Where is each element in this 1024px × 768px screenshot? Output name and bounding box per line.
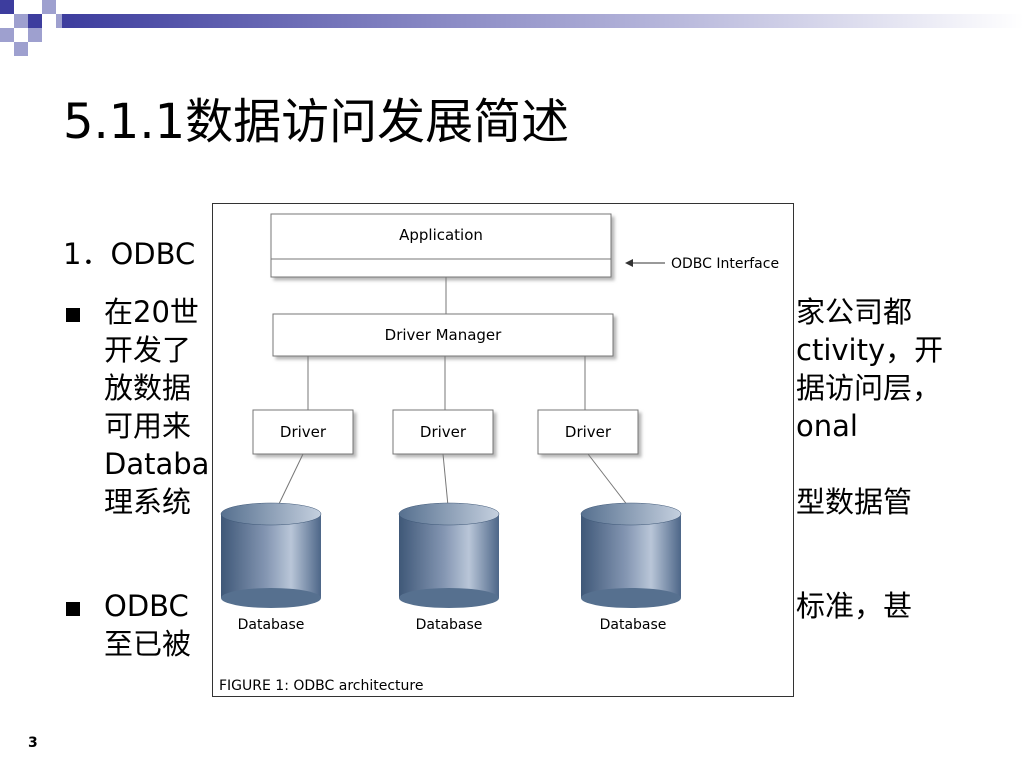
driver-label: Driver bbox=[565, 423, 612, 441]
application-label: Application bbox=[399, 226, 483, 244]
bullet-square bbox=[66, 308, 80, 322]
section-heading: 1．ODBC bbox=[63, 237, 196, 271]
bullet-square bbox=[66, 602, 80, 616]
bullet-1-right-line bbox=[796, 445, 943, 483]
bullet-1-right-line: 型数据管 bbox=[796, 485, 913, 519]
figure-caption: FIGURE 1: ODBC architecture bbox=[219, 678, 423, 694]
bullet-2-right: 标准，甚 bbox=[796, 587, 912, 625]
database-label: Database bbox=[238, 617, 305, 633]
driver-box: Driver bbox=[252, 409, 354, 455]
bullet-1-left: 在20世 开发了 放数据 可用来 Databa 理系统 bbox=[104, 293, 209, 521]
driver-box: Driver bbox=[392, 409, 494, 455]
bullet-1-line: 理系统 bbox=[104, 485, 192, 519]
driver-box: Driver bbox=[537, 409, 639, 455]
bullet-1-right-line: onal bbox=[796, 409, 858, 443]
driver-manager-label: Driver Manager bbox=[385, 326, 503, 344]
bullet-2-line: 至已被 bbox=[104, 627, 192, 661]
application-box: Application bbox=[270, 213, 612, 278]
driver-label: Driver bbox=[420, 423, 467, 441]
database-cylinder: Database bbox=[220, 502, 322, 633]
driver-manager-box: Driver Manager bbox=[272, 313, 614, 357]
bullet-1-line: 开发了 bbox=[104, 333, 192, 367]
odbc-architecture-figure: Application ODBC Interface Driver Manage… bbox=[212, 203, 794, 697]
bullet-2-line: ODBC bbox=[104, 589, 189, 623]
odbc-interface-pointer: ODBC Interface bbox=[625, 256, 779, 272]
odbc-interface-label: ODBC Interface bbox=[671, 256, 779, 272]
slide-title: 5.1.1数据访问发展简述 bbox=[63, 94, 570, 150]
bullet-2-right-line: 标准，甚 bbox=[796, 589, 913, 623]
odbc-diagram: Application ODBC Interface Driver Manage… bbox=[219, 213, 779, 694]
bullet-1-right-line: ctivity，开 bbox=[796, 333, 944, 367]
page-number: 3 bbox=[28, 735, 38, 751]
database-label: Database bbox=[416, 617, 483, 633]
bullet-1-line: 放数据 bbox=[104, 371, 192, 405]
bullet-1-line: Databa bbox=[104, 447, 210, 481]
bullet-1-line: 在20世 bbox=[104, 295, 199, 329]
database-label: Database bbox=[600, 617, 667, 633]
header-decoration bbox=[0, 0, 1024, 56]
bullet-2-left: ODBC 至已被 bbox=[104, 587, 191, 663]
bullet-1-right-line: 家公司都 bbox=[796, 295, 913, 329]
bullet-1-right: 家公司都 ctivity，开 据访问层， onal 型数据管 bbox=[796, 293, 943, 521]
bullet-1-right-line: 据访问层， bbox=[796, 371, 942, 405]
database-cylinder: Database bbox=[580, 502, 682, 633]
driver-label: Driver bbox=[280, 423, 327, 441]
database-cylinder: Database bbox=[398, 502, 500, 633]
bullet-1-line: 可用来 bbox=[104, 409, 192, 443]
